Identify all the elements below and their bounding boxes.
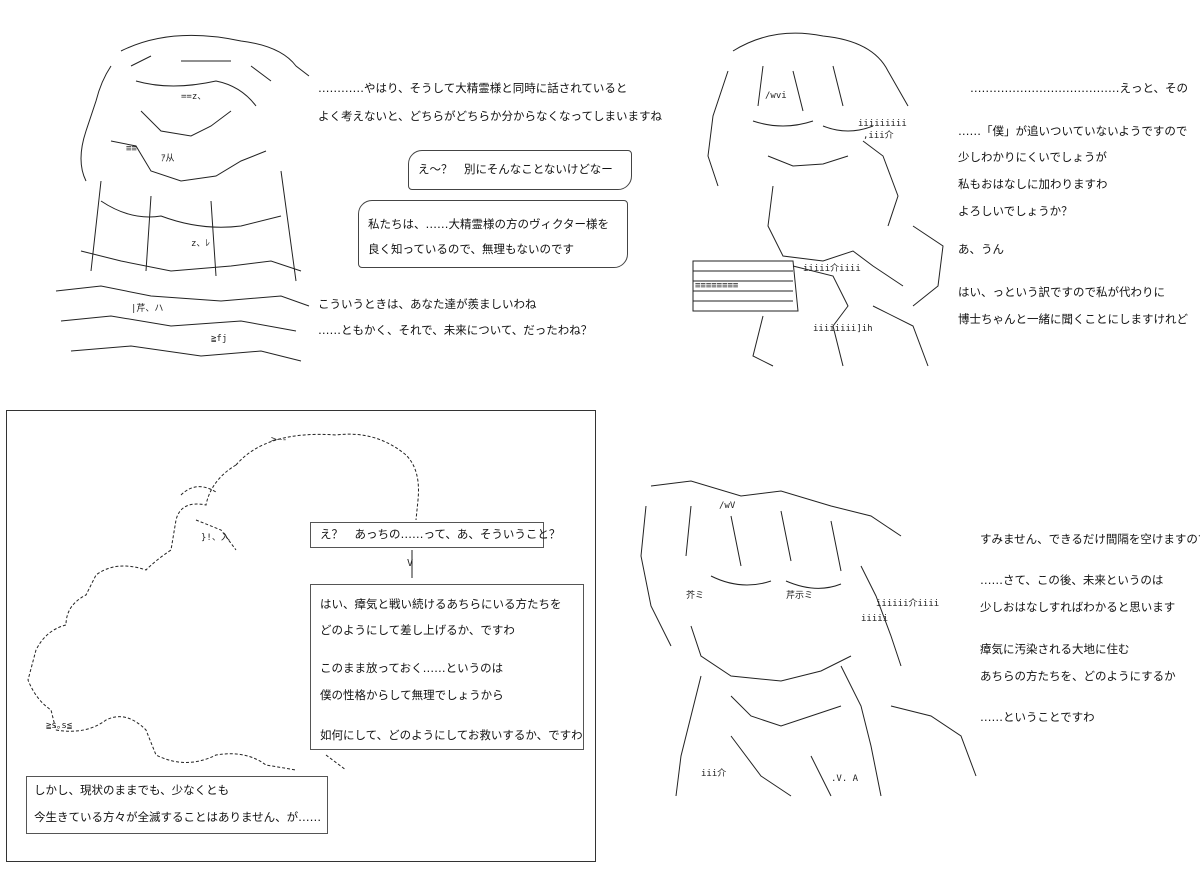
character-art-sorceress: ==z、 ≡≡ ｱ从 z、ﾚ |芹、ハ ≧fj <box>40 20 312 372</box>
svg-text:/wvi: /wvi <box>765 91 787 101</box>
dialogue-line: ……ともかく、それで、未来について、だったわね？ <box>318 323 593 337</box>
panel-bottom-left-frame <box>6 410 596 862</box>
character-art-svg: /wV 芥ミ 芹示ミ iiiiii介iiii iiiii iii介 .V. A <box>640 480 977 797</box>
svg-text:z、ﾚ: z、ﾚ <box>191 239 210 249</box>
svg-text:≡≡: ≡≡ <box>126 144 137 154</box>
dialogue-line: 瘴気に汚染される大地に住む <box>980 642 1130 656</box>
svg-text:}!、入: }!、入 <box>201 532 230 543</box>
svg-text:≧s｡s≦: ≧s｡s≦ <box>46 721 73 731</box>
dialogue-line: …………………………………えっと、その <box>970 81 1189 95</box>
dialogue-line: こういうときは、あなた達が羨ましいわね <box>318 297 537 311</box>
dialogue-line: ……「僕」が追いついていないようですので <box>958 124 1188 138</box>
speech-bubble-small <box>408 150 632 190</box>
character-art-girl-with-book: /wvi iiiiiiiii ,iii介 iiiii介iiii ≡≡≡≡≡≡≡≡… <box>672 25 954 372</box>
narration-box-answer <box>310 584 584 750</box>
svg-text:>―‐: >―‐ <box>271 435 287 445</box>
dialogue-line: はい、っという訳ですので私が代わりに <box>958 285 1165 299</box>
svg-text:|芹、ハ: |芹、ハ <box>131 303 163 314</box>
svg-text:≡≡≡≡≡≡≡≡: ≡≡≡≡≡≡≡≡ <box>695 281 739 291</box>
box-text: このまま放っておく……というのは <box>320 661 504 675</box>
narration-box-question <box>310 522 544 548</box>
svg-text:iii介: iii介 <box>701 768 726 779</box>
svg-text:iiiii介iiii: iiiii介iiii <box>803 263 861 274</box>
box-text: 今生きている方々が全滅することはありません、が…… <box>34 810 322 824</box>
svg-text:iiiiiiiii: iiiiiiiii <box>858 119 907 129</box>
svg-text:,iii介: ,iii介 <box>863 130 894 141</box>
dialogue-line: よろしいでしょうか？ <box>958 204 1073 218</box>
dialogue-line: 博士ちゃんと一緒に聞くことにしますけれど <box>958 312 1188 326</box>
dialogue-line: すみません、できるだけ間隔を空けますので <box>980 532 1200 546</box>
dialogue-line: あ、うん <box>958 242 1004 256</box>
svg-text:芥ミ: 芥ミ <box>686 590 704 601</box>
panel-bottom-left: ≧s｡s≦ >―‐ }!、入 V え？ あっちの……って、あ、そういうこと？ は… <box>6 410 594 860</box>
svg-text:ｱ从: ｱ从 <box>161 153 175 164</box>
bubble-text: え～？ 別にそんなことないけどなー <box>418 162 613 176</box>
svg-text:V: V <box>407 558 413 569</box>
svg-text:/wV: /wV <box>719 501 736 511</box>
svg-text:芹示ミ: 芹示ミ <box>786 590 813 601</box>
panel-top-left: ==z、 ≡≡ ｱ从 z、ﾚ |芹、ハ ≧fj …………やはり、そうして大精霊様… <box>0 0 662 390</box>
box-text: しかし、現状のままでも、少なくとも <box>34 783 230 797</box>
dialogue-line: ……さて、この後、未来というのは <box>980 573 1164 587</box>
narration-box-however <box>26 776 328 834</box>
box-text: 如何にして、どのようにしてお救いするか、ですわ <box>320 728 583 742</box>
box-text: 僕の性格からして無理でしょうから <box>320 688 504 702</box>
svg-text:≧fj: ≧fj <box>211 334 227 344</box>
panel-bottom-right: /wV 芥ミ 芹示ミ iiiiii介iiii iiiii iii介 .V. A … <box>610 470 1200 810</box>
svg-text:iiiii: iiiii <box>861 614 888 624</box>
box-text: どのようにして差し上げるか、ですわ <box>320 623 515 637</box>
character-art-girl-sitting: /wV 芥ミ 芹示ミ iiiiii介iiii iiiii iii介 .V. A <box>630 475 982 802</box>
cloud-outline-art: ≧s｡s≦ >―‐ }!、入 V <box>27 433 419 771</box>
dialogue-line: あちらの方たちを、どのようにするか <box>980 669 1176 683</box>
bubble-text: 良く知っているので、無理もないのです <box>368 242 574 256</box>
svg-text:iiiiii介iiii: iiiiii介iiii <box>876 598 939 609</box>
speech-bubble-large <box>358 200 628 268</box>
dialogue-line: 私もおはなしに加わりますわ <box>958 177 1108 191</box>
bubble-text: 私たちは、……大精霊様の方のヴィクター様を <box>368 217 610 231</box>
box-text: え？ あっちの……って、あ、そういうこと？ <box>320 527 561 541</box>
dialogue-line: …………やはり、そうして大精霊様と同時に話されていると <box>318 81 628 95</box>
dialogue-line: 少しおはなしすればわかると思います <box>980 600 1176 614</box>
dialogue-line: よく考えないと、どちらがどちらか分からなくなってしまいますね <box>318 109 662 123</box>
dialogue-line: 少しわかりにくいでしょうが <box>958 150 1107 164</box>
box-text: はい、瘴気と戦い続けるあちらにいる方たちを <box>320 597 562 611</box>
character-art-svg: /wvi iiiiiiiii ,iii介 iiiii介iiii ≡≡≡≡≡≡≡≡… <box>692 32 944 367</box>
dialogue-line: ……ということですわ <box>980 710 1095 724</box>
svg-text:iiiiiiii]ih: iiiiiiii]ih <box>813 324 873 334</box>
svg-text:==z、: ==z、 <box>181 92 206 102</box>
panel-top-right: /wvi iiiiiiiii ,iii介 iiiii介iiii ≡≡≡≡≡≡≡≡… <box>640 0 1200 390</box>
svg-text:.V. A: .V. A <box>831 774 859 784</box>
character-art-svg: ==z、 ≡≡ ｱ从 z、ﾚ |芹、ハ ≧fj <box>55 34 310 362</box>
